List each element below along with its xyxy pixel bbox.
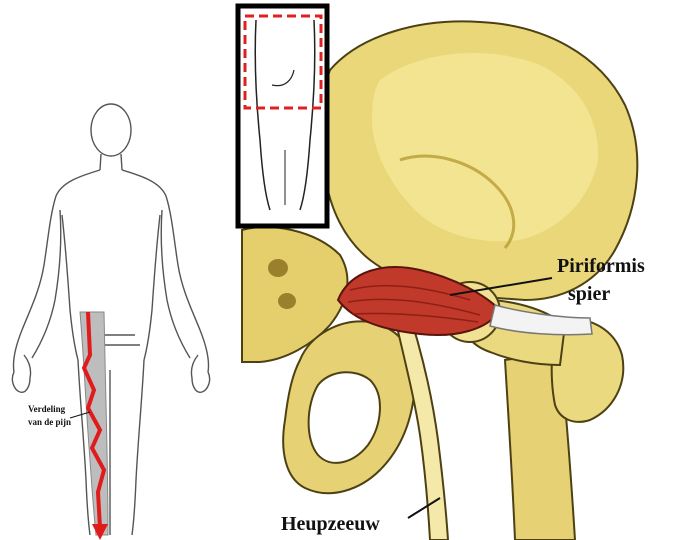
inset-thumbnail xyxy=(238,6,327,226)
sacral-foramen-1 xyxy=(268,259,288,277)
sacral-foramen-2 xyxy=(278,293,296,309)
pain-label-line1: Verdeling xyxy=(28,404,66,414)
pain-zone xyxy=(80,312,108,535)
pain-label-line2: van de pijn xyxy=(28,417,71,427)
piriformis-label-line2: spier xyxy=(568,283,610,305)
sciatic-label: Heupzeeuw xyxy=(281,513,380,535)
body-figure xyxy=(12,104,209,535)
piriformis-label-line1: Piriformis xyxy=(557,255,645,277)
